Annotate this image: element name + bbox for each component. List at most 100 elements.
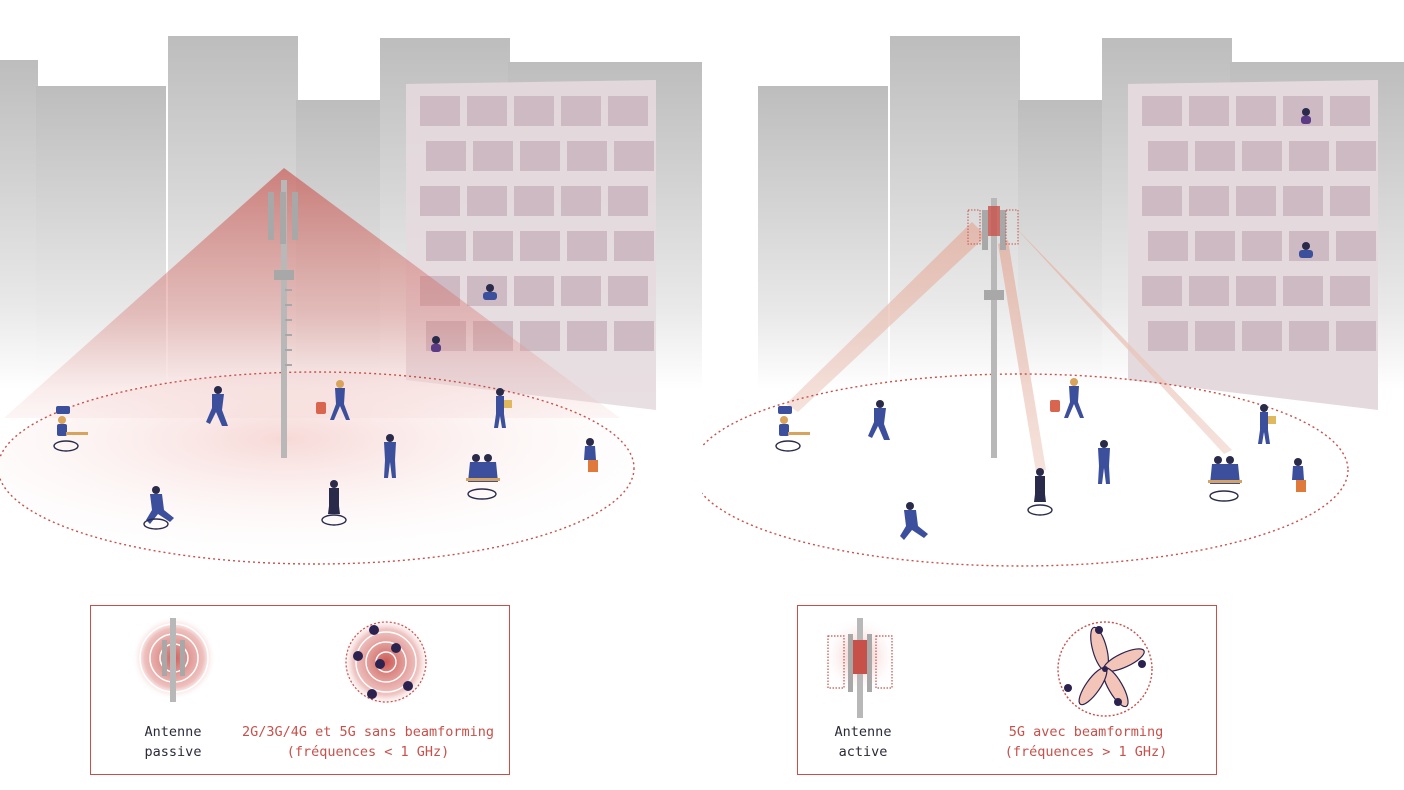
building-window: [1336, 321, 1376, 351]
person-with-laptop: [1292, 458, 1306, 492]
speech-bubble-icon: [56, 406, 70, 414]
active-scene-illustration: [702, 36, 1404, 567]
building-window: [520, 141, 560, 171]
building-window: [467, 96, 507, 126]
building-window: [567, 321, 607, 351]
antenna-passive-label: Antenne passive: [118, 722, 228, 762]
people: [53, 284, 598, 530]
building-window: [567, 231, 607, 261]
coverage-area: [702, 373, 1349, 567]
apartment-building: [1128, 80, 1378, 410]
building-window: [561, 186, 601, 216]
person-with-laptop: [584, 438, 598, 472]
building-window: [567, 141, 607, 171]
building-window: [514, 96, 554, 126]
person-walking-phone: [143, 486, 174, 530]
building-window: [1142, 96, 1182, 126]
person-on-phone: [321, 480, 347, 526]
building-window: [1236, 276, 1276, 306]
building-window: [1148, 231, 1188, 261]
building-window: [608, 96, 648, 126]
building-window: [1289, 321, 1329, 351]
active-antenna-scene: [702, 0, 1404, 790]
passive-antenna-icon: [132, 616, 216, 702]
person-with-suitcase: [1050, 378, 1084, 418]
building-window: [467, 276, 507, 306]
antenna-label-line2: passive: [144, 744, 202, 760]
building-window: [1330, 186, 1370, 216]
building-window: [614, 321, 654, 351]
legend-passive: [90, 605, 510, 775]
building-window: [1142, 186, 1182, 216]
building-window: [1236, 96, 1276, 126]
building-window: [420, 96, 460, 126]
person-on-bench: [53, 406, 88, 452]
omnidirectional-radiation-icon: [342, 618, 430, 706]
apartment-building: [406, 80, 656, 410]
tech-label-line2: (fréquences < 1 GHz): [286, 744, 450, 760]
building-window: [420, 186, 460, 216]
antenna-active-label: Antenne active: [808, 722, 918, 762]
building-window: [1195, 141, 1235, 171]
person-with-package: [1258, 404, 1276, 444]
person-couple-on-bench: [466, 454, 500, 500]
building-window: [1242, 321, 1282, 351]
people: [775, 108, 1313, 540]
person-walking-phone: [900, 502, 928, 540]
person-in-window: [431, 336, 441, 352]
tech-active-label: 5G avec beamforming (fréquences > 1 GHz): [966, 722, 1206, 762]
person-in-window: [1299, 242, 1313, 258]
building-window: [608, 276, 648, 306]
building-window: [614, 231, 654, 261]
building-window: [1336, 231, 1376, 261]
building-window: [426, 231, 466, 261]
antenna-mast: [268, 180, 298, 458]
person-in-window: [1301, 108, 1311, 124]
passive-antenna-scene: [0, 36, 702, 565]
tech-label-line1: 2G/3G/4G et 5G sans beamforming: [242, 724, 494, 740]
building-window: [473, 141, 513, 171]
person-couple-on-bench: [1208, 456, 1242, 502]
building-window: [1330, 96, 1370, 126]
building-window: [561, 276, 601, 306]
building-window: [1195, 321, 1235, 351]
coverage-area: [0, 371, 635, 565]
building-window: [426, 141, 466, 171]
building-window: [1336, 141, 1376, 171]
beams: [786, 222, 1232, 472]
building-window: [1189, 96, 1229, 126]
building-window: [1283, 186, 1323, 216]
building-window: [1195, 231, 1235, 261]
building-window: [1330, 276, 1370, 306]
person-on-phone: [1027, 468, 1053, 516]
building-window: [608, 186, 648, 216]
passive-scene-illustration: [0, 36, 702, 565]
legend-active: [797, 605, 1217, 775]
tech-passive-label: 2G/3G/4G et 5G sans beamforming (fréquen…: [228, 722, 508, 762]
person-with-package: [494, 388, 512, 428]
speech-bubble-icon: [778, 406, 792, 414]
coverage-cone: [4, 168, 620, 418]
building-window: [473, 231, 513, 261]
building-window: [1242, 141, 1282, 171]
building-window: [1189, 186, 1229, 216]
person-on-bench: [775, 406, 810, 452]
person-standing: [1098, 440, 1110, 484]
building-window: [1189, 276, 1229, 306]
antenna-label-line1: Antenne: [144, 724, 202, 740]
active-antenna-mast: [967, 198, 1019, 458]
building-window: [467, 186, 507, 216]
building-window: [561, 96, 601, 126]
person-running: [868, 400, 890, 440]
building-window: [1148, 141, 1188, 171]
building-window: [520, 231, 560, 261]
antenna-label-line1: Antenne: [834, 724, 892, 740]
active-antenna-icon: [822, 618, 898, 718]
building-window: [1236, 186, 1276, 216]
building-window: [1142, 276, 1182, 306]
building-window: [520, 321, 560, 351]
tech-label-line2: (fréquences > 1 GHz): [1004, 744, 1168, 760]
building-window: [1242, 231, 1282, 261]
tech-label-line1: 5G avec beamforming: [1008, 724, 1164, 740]
building-window: [514, 186, 554, 216]
